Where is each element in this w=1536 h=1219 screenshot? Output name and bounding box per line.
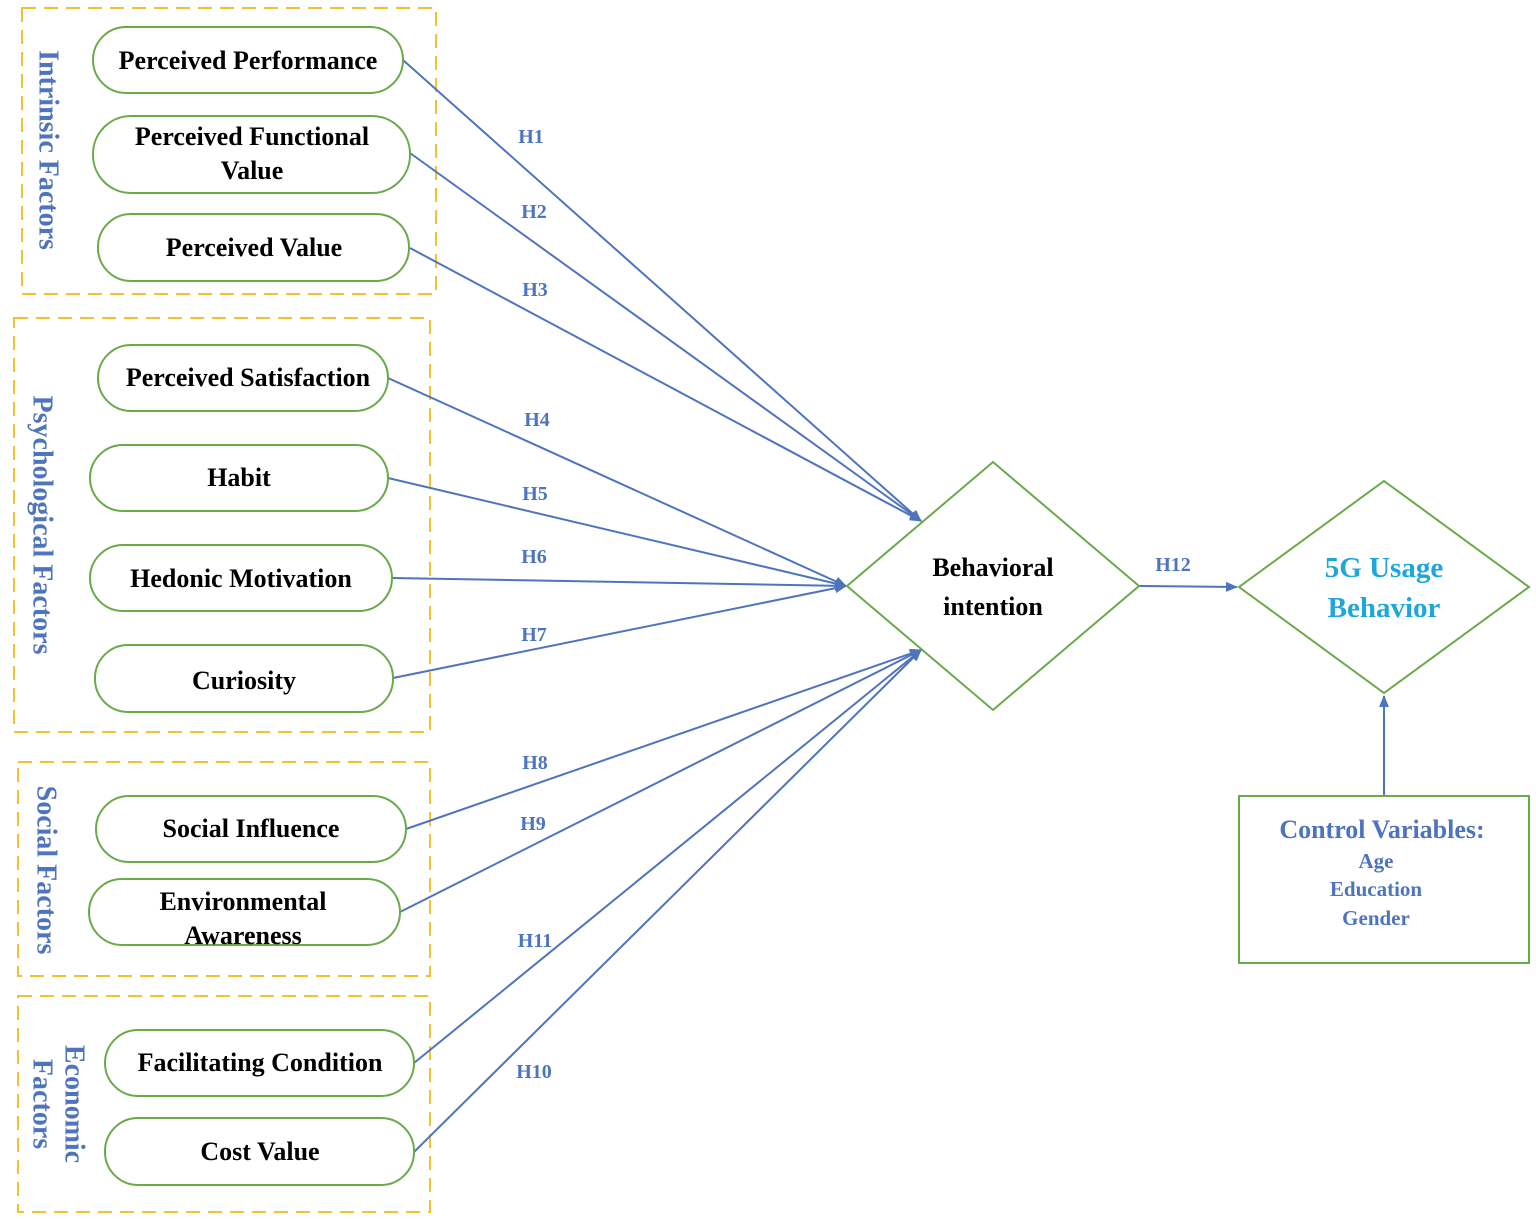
usage-behavior-node: 5G Usage Behavior (1237, 479, 1531, 695)
arrow-h10 (413, 649, 922, 1153)
intrinsic-factors-group (21, 7, 437, 295)
arrow-h3 (409, 247, 922, 522)
usage-behavior-label-line2: Behavior (1328, 592, 1441, 624)
economic-factors-label-line1: Economic (59, 1045, 90, 1163)
arrow-h8 (405, 648, 922, 830)
arrow-h9 (399, 649, 922, 913)
node-label: Hedonic Motivation (130, 564, 352, 593)
node-hedonic-motivation: Hedonic Motivation (89, 544, 393, 612)
node-social-influence: Social Influence (95, 795, 407, 863)
node-environmental-awareness: Environmental Awareness (88, 878, 401, 950)
hypothesis-label-h10: H10 (516, 1061, 552, 1083)
hypothesis-label-h9: H9 (520, 813, 546, 835)
arrow-h1 (402, 59, 922, 522)
node-habit: Habit (89, 444, 389, 512)
behavioral-intention-label-line2: intention (943, 592, 1043, 621)
hypothesis-label-h5: H5 (522, 483, 548, 505)
social-factors-group (17, 761, 431, 977)
control-variables-box: Control Variables: Age Education Gender (1238, 795, 1530, 964)
node-label-line1: Perceived Functional (135, 122, 369, 151)
hypothesis-label-h6: H6 (521, 546, 547, 568)
hypothesis-label-h8: H8 (522, 752, 548, 774)
arrow-h12 (1138, 581, 1238, 592)
social-factors-label: Social Factors (31, 786, 62, 955)
hypothesis-label-h3: H3 (522, 279, 548, 301)
hypothesis-label-h11: H11 (518, 930, 552, 952)
control-variable-education: Education (1330, 877, 1423, 901)
economic-factors-label-line2: Factors (27, 1059, 58, 1149)
control-variables-title: Control Variables: (1279, 815, 1484, 844)
node-label: Perceived Satisfaction (126, 363, 371, 392)
control-variable-gender: Gender (1342, 906, 1410, 930)
node-curiosity: Curiosity (94, 644, 394, 713)
node-cost-value: Cost Value (104, 1117, 415, 1186)
arrow-h11 (413, 649, 922, 1064)
psychological-factors-group (13, 317, 431, 733)
arrow-h5 (387, 477, 847, 589)
node-label: Perceived Value (166, 233, 342, 262)
economic-factors-group (17, 995, 431, 1213)
psychological-factors-label: Psychological Factors (27, 396, 58, 655)
node-label-line1: Environmental (159, 887, 326, 916)
node-label: Facilitating Condition (138, 1048, 383, 1077)
arrow-h6 (391, 577, 847, 591)
node-label-line2: Awareness (184, 921, 301, 950)
control-variable-age: Age (1359, 849, 1394, 873)
node-perceived-value: Perceived Value (97, 213, 410, 282)
node-label: Curiosity (192, 666, 296, 695)
node-perceived-performance: Perceived Performance (92, 26, 404, 94)
node-label: Cost Value (200, 1137, 319, 1166)
usage-behavior-label-line1: 5G Usage (1325, 552, 1444, 584)
arrow-h2 (409, 152, 922, 522)
node-facilitating-condition: Facilitating Condition (104, 1029, 415, 1097)
hypothesis-label-h2: H2 (521, 201, 547, 223)
node-label: Perceived Performance (119, 46, 378, 75)
node-perceived-satisfaction: Perceived Satisfaction (97, 344, 389, 412)
hypothesis-label-h7: H7 (521, 624, 547, 646)
hypothesis-label-h4: H4 (524, 409, 550, 431)
arrow-h7 (392, 583, 847, 679)
intrinsic-factors-label: Intrinsic Factors (33, 50, 64, 250)
node-label: Social Influence (163, 814, 340, 843)
hypothesis-label-h12: H12 (1155, 554, 1191, 576)
node-label: Habit (207, 463, 271, 492)
behavioral-intention-label-line1: Behavioral (932, 553, 1053, 582)
behavioral-intention-node: Behavioral intention (845, 460, 1141, 712)
node-perceived-functional-value: Perceived Functional Value (92, 115, 411, 194)
arrow-h4 (387, 377, 847, 587)
node-label-line2: Value (221, 156, 284, 185)
hypothesis-label-h1: H1 (518, 126, 544, 148)
